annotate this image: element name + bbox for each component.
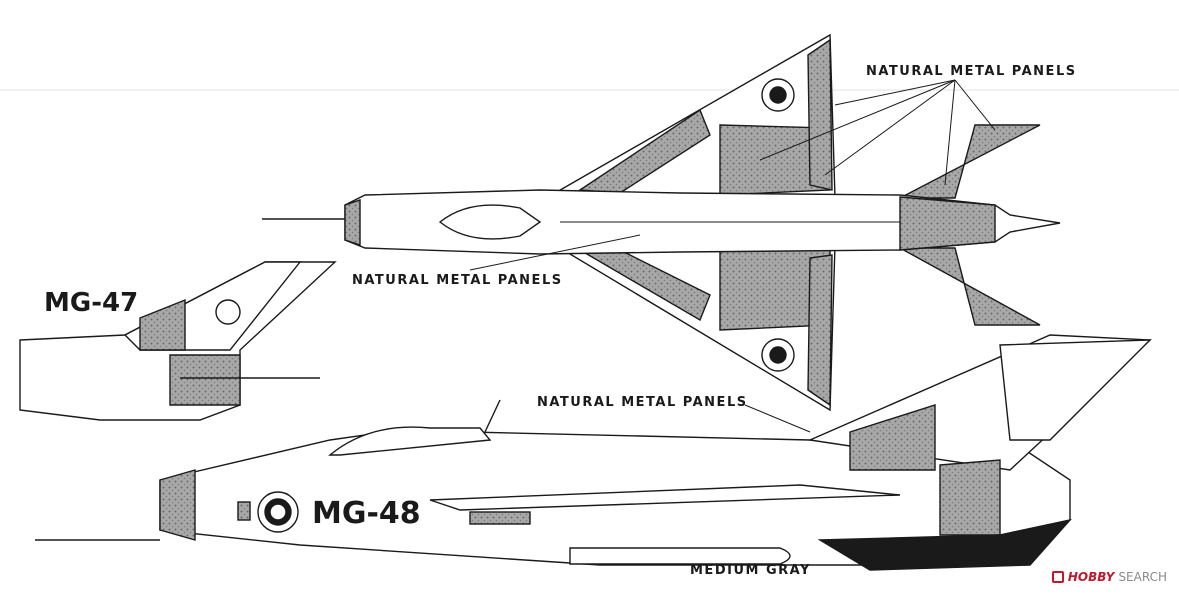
watermark: HOBBY SEARCH (1051, 570, 1167, 584)
side-small-panel (237, 501, 251, 521)
label-natural-metal-panels-side: NATURAL METAL PANELS (537, 395, 748, 410)
top-lower-stabilizer (899, 247, 1041, 326)
side-canopy (328, 426, 492, 456)
side-fin-root-panel (849, 404, 936, 471)
side-nose-panel (159, 469, 196, 541)
tail-code-mg-48: MG-48 (312, 496, 421, 531)
watermark-logo-icon (1051, 571, 1064, 583)
top-roundel-upper-center (769, 86, 787, 104)
tail-code-mg-47: MG-47 (44, 288, 139, 318)
label-natural-metal-panels-mid: NATURAL METAL PANELS (352, 273, 563, 288)
side-fin-tip (999, 339, 1152, 441)
side-antenna (484, 399, 501, 433)
label-medium-gray: MEDIUM GRAY (690, 563, 811, 578)
side-belly-medium-gray (817, 518, 1072, 571)
side-rear-panel (939, 459, 1001, 536)
leader-lines (469, 79, 996, 433)
side-wing (429, 484, 901, 511)
partial-fin-panel (139, 298, 186, 351)
partial-side-view (19, 261, 337, 421)
top-rear-fuselage-panel (899, 196, 996, 251)
top-upper-wingtip-panel (807, 38, 833, 191)
label-natural-metal-panels-top: NATURAL METAL PANELS (866, 64, 1077, 79)
partial-rear-panel (169, 354, 241, 406)
side-roundel-center (269, 503, 287, 521)
top-nose-panel (344, 199, 361, 246)
side-gear-door (469, 511, 531, 525)
top-roundel-lower-center (769, 346, 787, 364)
side-drop-tank (569, 547, 791, 565)
full-side-view (35, 334, 1152, 571)
top-canopy (438, 204, 542, 240)
top-upper-stabilizer (899, 124, 1041, 199)
watermark-brand: HOBBY (1067, 570, 1115, 584)
top-lower-wingtip-panel (807, 254, 833, 407)
watermark-suffix: SEARCH (1118, 570, 1167, 584)
partial-unit-emblem (215, 299, 241, 325)
